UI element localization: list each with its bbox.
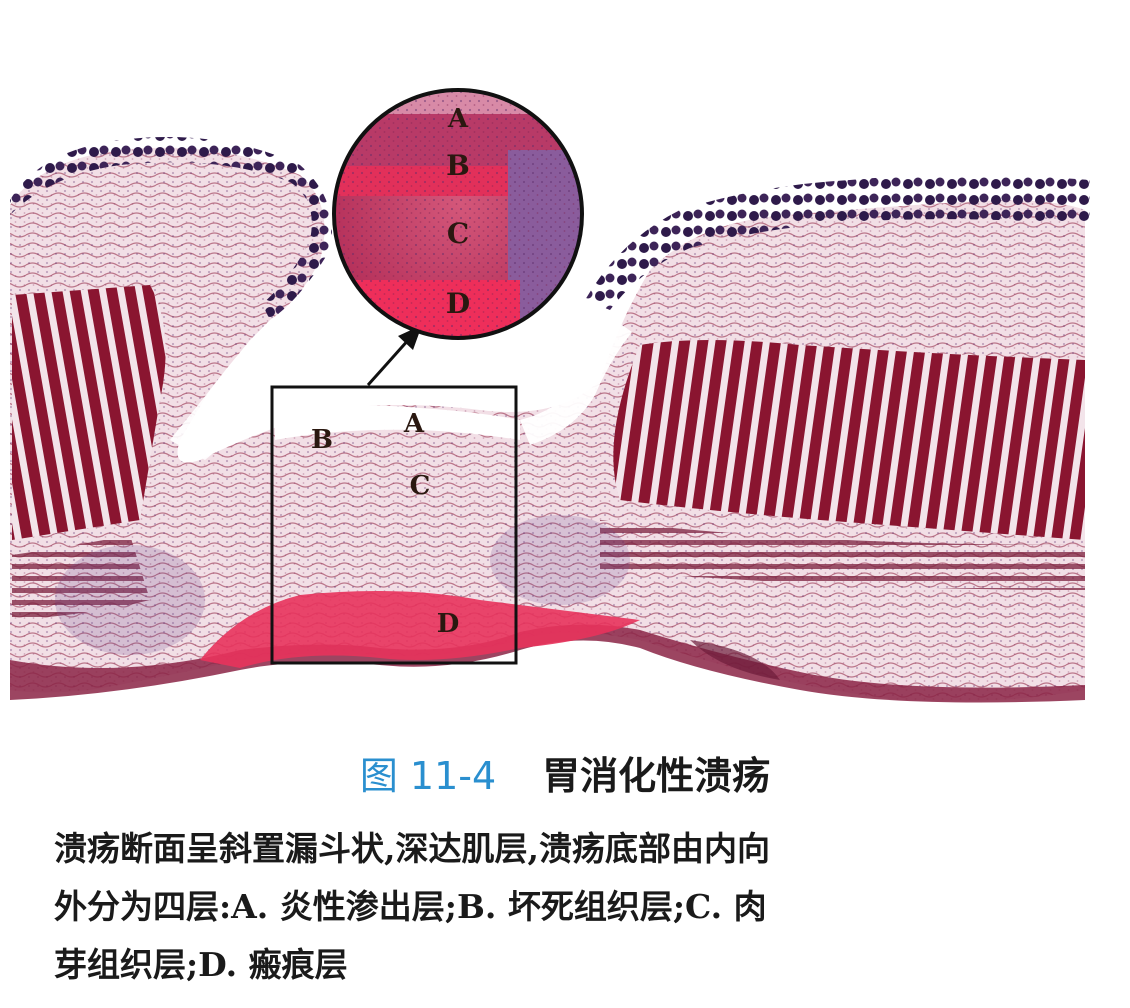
- figure-caption-body: 溃疡断面呈斜置漏斗状,深达肌层,溃疡底部由内向 外分为四层:A. 炎性渗出层;B…: [54, 820, 1094, 994]
- ulcer-crater: [170, 300, 320, 460]
- box-label-a: A: [403, 409, 425, 439]
- right-mucosa-surface: [585, 175, 1090, 310]
- caption-line-1: 溃疡断面呈斜置漏斗状,深达肌层,溃疡底部由内向: [54, 829, 770, 868]
- inset-label-c: C: [447, 217, 469, 250]
- scar-layer: [200, 591, 640, 668]
- figure-caption-title: 图 11-4 胃消化性溃疡: [0, 752, 1130, 800]
- inset-label-d: D: [446, 287, 470, 320]
- figure-number: 图 11-4: [359, 754, 497, 798]
- inset-label-b: B: [446, 149, 470, 182]
- box-label-b: B: [311, 425, 333, 455]
- caption-line-2: 外分为四层:A. 炎性渗出层;B. 坏死组织层;C. 肉: [54, 887, 767, 926]
- left-mucosa-glands: [12, 285, 166, 540]
- inset-label-a: A: [447, 104, 469, 134]
- histology-figure: A B C D A B C D: [10, 88, 1090, 703]
- box-label-c: C: [410, 471, 431, 501]
- right-mucosa-glands: [613, 340, 1085, 540]
- right-muscle-band: [600, 520, 1085, 590]
- left-muscle-band: [12, 535, 150, 620]
- zoom-arrow: [366, 337, 412, 386]
- caption-line-3: 芽组织层;D. 瘢痕层: [54, 945, 348, 984]
- figure-title: 胃消化性溃疡: [542, 754, 771, 798]
- box-label-d: D: [437, 609, 460, 639]
- ulcer-highlight-box: [270, 385, 518, 665]
